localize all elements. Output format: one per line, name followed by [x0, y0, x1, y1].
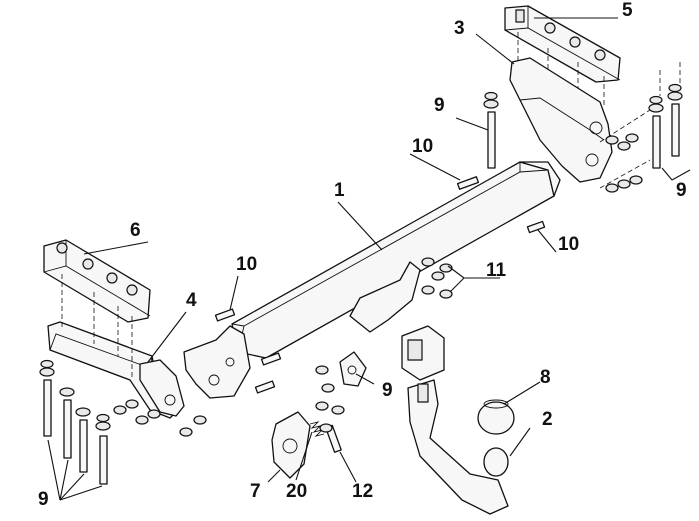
callout-1: 1	[334, 180, 345, 201]
callout-6: 6	[130, 220, 141, 241]
callout-3: 3	[454, 18, 465, 39]
callout-10-upper: 10	[412, 136, 433, 157]
part-2-ball-arm	[407, 379, 509, 515]
part-5-mounting-plate	[504, 5, 621, 83]
part-7-socket-plate	[271, 411, 311, 479]
part-6-mounting-plate	[43, 239, 151, 323]
part-9-right-bolts	[483, 62, 683, 169]
callout-10-right: 10	[558, 234, 579, 255]
callout-9-center: 9	[382, 380, 393, 401]
part-10-bolts	[214, 176, 546, 394]
callout-9-right: 9	[676, 180, 687, 201]
part-4-left-bracket	[47, 321, 185, 419]
washer-nut-stack-left	[113, 399, 207, 437]
electrical-connector	[401, 325, 445, 381]
callout-11: 11	[486, 260, 507, 281]
callout-10-left: 10	[236, 254, 257, 275]
part-8-tow-ball	[477, 399, 515, 435]
callout-12: 12	[352, 481, 373, 502]
center-washers	[315, 365, 345, 415]
part-12-bolt	[319, 423, 342, 453]
beam-left-end-plate	[183, 325, 251, 399]
part-9-left-bolts	[39, 359, 111, 485]
callout-7: 7	[250, 481, 261, 502]
callout-20: 20	[286, 481, 307, 502]
callout-5: 5	[622, 0, 633, 21]
callout-2: 2	[542, 409, 553, 430]
callout-8: 8	[540, 367, 551, 388]
washer-nut-stack-right	[599, 109, 651, 193]
part-1-cross-beam	[231, 161, 561, 359]
part-11-bolt-bracket	[349, 257, 453, 333]
part-6-dash-lines	[61, 274, 133, 380]
callout-9-upper: 9	[434, 95, 445, 116]
part-3-right-bracket	[509, 57, 613, 183]
leader-lines	[47, 17, 691, 501]
part-9-center-plate	[339, 351, 367, 387]
callout-9-lower: 9	[38, 489, 49, 510]
callout-4: 4	[186, 290, 197, 311]
part-20-spring	[309, 421, 325, 437]
